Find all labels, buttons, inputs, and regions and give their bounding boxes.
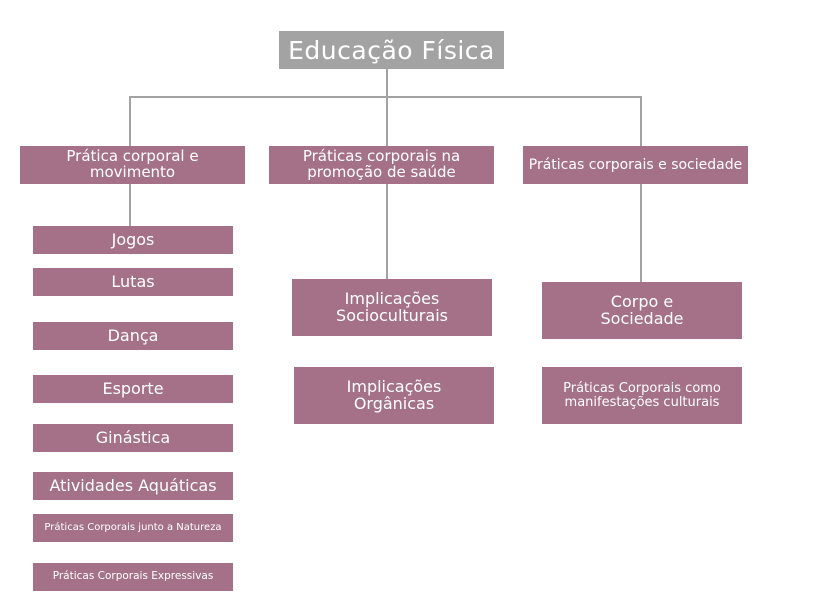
node-implicacoes-organicas: Implicações Orgânicas (294, 367, 494, 424)
branch-sociedade: Práticas corporais e sociedade (523, 146, 748, 184)
node-praticas-expressivas: Práticas Corporais Expressivas (33, 563, 233, 591)
diagram-title: Educação Física (279, 31, 504, 69)
node-lutas: Lutas (33, 268, 233, 296)
node-danca: Dança (33, 322, 233, 350)
node-praticas-natureza: Práticas Corporais junto a Natureza (33, 514, 233, 542)
connector-branch-1-children (129, 184, 131, 226)
connector-horizontal (129, 96, 642, 98)
node-ginastica: Ginástica (33, 424, 233, 452)
connector-branch-2 (386, 96, 388, 146)
branch-pratica-corporal-movimento: Prática corporal e movimento (20, 146, 245, 184)
node-atividades-aquaticas: Atividades Aquáticas (33, 472, 233, 500)
connector-root-vertical (386, 69, 388, 98)
node-esporte: Esporte (33, 375, 233, 403)
connector-branch-3 (640, 96, 642, 146)
node-praticas-manifestacoes-culturais: Práticas Corporais como manifestações cu… (542, 367, 742, 424)
connector-branch-3-children (640, 184, 642, 282)
connector-branch-1 (129, 96, 131, 146)
node-implicacoes-socioculturais: Implicações Socioculturais (292, 279, 492, 336)
node-corpo-sociedade: Corpo e Sociedade (542, 282, 742, 339)
branch-promocao-saude: Práticas corporais na promoção de saúde (269, 146, 494, 184)
node-jogos: Jogos (33, 226, 233, 254)
connector-branch-2-children (386, 184, 388, 279)
